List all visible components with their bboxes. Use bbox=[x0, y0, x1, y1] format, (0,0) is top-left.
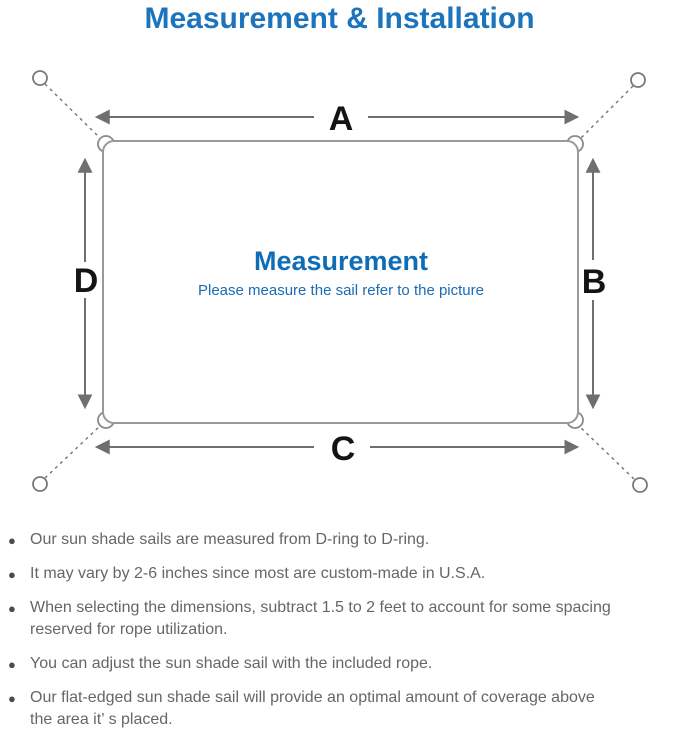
bullet-dot-icon: ● bbox=[8, 533, 16, 548]
bullet-dot-icon: ● bbox=[8, 657, 16, 672]
bullet-item: ● When selecting the dimensions, subtrac… bbox=[8, 597, 673, 641]
dim-label-a: A bbox=[329, 100, 354, 138]
dim-label-b: B bbox=[582, 263, 607, 301]
page-title: Measurement & Installation bbox=[144, 2, 535, 35]
rope-line-top-right bbox=[578, 85, 634, 141]
bullet-item: ● Our sun shade sails are measured from … bbox=[8, 529, 673, 551]
anchor-circle-bottom-right bbox=[632, 477, 648, 493]
bullet-dot-icon: ● bbox=[8, 691, 16, 706]
dim-label-d: D bbox=[74, 262, 99, 300]
bullet-text: reserved for rope utilization. bbox=[30, 621, 228, 638]
center-title: Measurement bbox=[254, 246, 428, 276]
anchor-circle-top-left bbox=[32, 70, 48, 86]
anchor-circle-top-right bbox=[630, 72, 646, 88]
measurement-diagram: A C D B Measurement Please measure the s… bbox=[32, 70, 648, 493]
sail-outline bbox=[102, 140, 579, 424]
bullet-text: It may vary by 2-6 inches since most are… bbox=[30, 565, 486, 582]
bullet-item: ● It may vary by 2-6 inches since most a… bbox=[8, 563, 673, 585]
bullet-dot-icon: ● bbox=[8, 567, 16, 582]
bullet-text: Our flat-edged sun shade sail will provi… bbox=[30, 689, 595, 706]
bullet-text: You can adjust the sun shade sail with t… bbox=[30, 655, 433, 672]
rope-line-bottom-right bbox=[578, 425, 635, 480]
anchor-circle-bottom-left bbox=[32, 476, 48, 492]
rope-line-bottom-left bbox=[44, 424, 102, 479]
bullet-text: Our sun shade sails are measured from D-… bbox=[30, 531, 430, 548]
bullet-text: When selecting the dimensions, subtract … bbox=[30, 599, 611, 616]
diagram-svg: A C D B Measurement Please measure the s… bbox=[32, 70, 648, 493]
bullet-text: the area it’ s placed. bbox=[30, 711, 173, 728]
bullet-item: ● Our flat-edged sun shade sail will pro… bbox=[8, 687, 673, 731]
dim-label-c: C bbox=[331, 430, 356, 468]
bullet-item: ● You can adjust the sun shade sail with… bbox=[8, 653, 673, 675]
bullet-dot-icon: ● bbox=[8, 601, 16, 616]
rope-line-top-left bbox=[44, 83, 102, 140]
bullet-list: ● Our sun shade sails are measured from … bbox=[8, 529, 673, 743]
center-subtitle: Please measure the sail refer to the pic… bbox=[198, 282, 484, 299]
